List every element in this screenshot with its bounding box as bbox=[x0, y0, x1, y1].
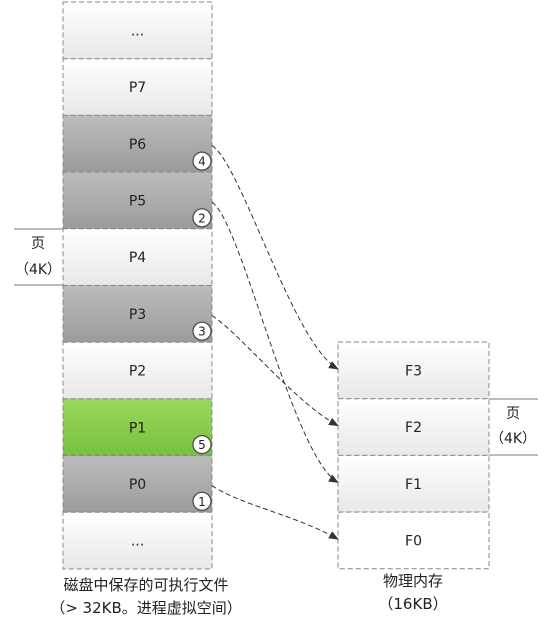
marker-circle bbox=[192, 321, 212, 341]
disk-page-cell bbox=[62, 114, 213, 173]
disk-caption-line2: （> 32KB。进程虚拟空间） bbox=[50, 599, 242, 617]
marker-2: 2 bbox=[192, 208, 212, 228]
disk-page-cell bbox=[62, 398, 213, 457]
disk-page-p3: P3 bbox=[62, 285, 213, 343]
mapping-arrow-p3-to-f2 bbox=[211, 315, 339, 427]
disk-page-more-9: ... bbox=[62, 511, 213, 570]
marker-number: 5 bbox=[198, 438, 206, 452]
memory-frame-f3: F3 bbox=[337, 341, 490, 400]
marker-circle bbox=[192, 491, 212, 511]
disk-page-label: ... bbox=[131, 534, 144, 550]
disk-page-cell bbox=[62, 1, 213, 60]
memory-caption-line1: 物理内存 bbox=[383, 572, 443, 590]
marker-circle bbox=[192, 208, 212, 228]
marker-4: 4 bbox=[192, 151, 212, 171]
memory-frame-cell bbox=[337, 511, 490, 570]
disk-page-cell bbox=[62, 285, 213, 343]
right-page-size-annotation: 页 （4K） bbox=[489, 398, 538, 456]
marker-circle bbox=[192, 435, 212, 455]
disk-page-p2: P2 bbox=[62, 341, 213, 400]
memory-frame-f1: F1 bbox=[337, 454, 490, 513]
marker-1: 1 bbox=[192, 491, 212, 511]
memory-frame-cell bbox=[337, 454, 490, 513]
disk-page-label: P4 bbox=[129, 250, 146, 266]
disk-page-p5: P5 bbox=[62, 171, 213, 230]
mapping-arrows bbox=[211, 144, 339, 540]
mapping-arrow-p0-to-f0 bbox=[211, 485, 339, 540]
disk-page-label: P5 bbox=[129, 193, 146, 209]
left-page-size-annotation: 页 （4K） bbox=[14, 228, 63, 286]
memory-frame-label: F1 bbox=[405, 477, 422, 493]
disk-page-label: P6 bbox=[129, 137, 146, 153]
marker-circle bbox=[192, 151, 212, 171]
memory-frame-label: F2 bbox=[405, 420, 422, 436]
disk-page-label: P7 bbox=[129, 80, 146, 96]
marker-number: 2 bbox=[198, 211, 206, 225]
disk-page-cell bbox=[62, 511, 213, 570]
memory-frame-cell bbox=[337, 398, 490, 456]
memory-frame-label: F0 bbox=[405, 533, 422, 549]
marker-number: 3 bbox=[198, 325, 206, 339]
disk-page-label: P2 bbox=[129, 364, 146, 380]
disk-page-cell bbox=[62, 341, 213, 400]
disk-page-more-0: ... bbox=[62, 1, 213, 60]
memory-frame-f2: F2 bbox=[337, 398, 490, 456]
memory-frame-f0: F0 bbox=[337, 511, 490, 570]
disk-page-label: P1 bbox=[129, 420, 146, 436]
marker-number: 4 bbox=[198, 155, 206, 169]
disk-page-label: P3 bbox=[129, 307, 146, 323]
disk-page-p1: P1 bbox=[62, 398, 213, 457]
disk-page-cell bbox=[62, 171, 213, 230]
mapping-arrow-p5-to-f1 bbox=[211, 201, 339, 483]
left-page-size-line1: 页 bbox=[31, 236, 45, 252]
marker-5: 5 bbox=[192, 435, 212, 455]
right-page-size-line2: （4K） bbox=[490, 431, 536, 447]
disk-page-p4: P4 bbox=[62, 228, 213, 287]
disk-page-label: ... bbox=[131, 23, 144, 39]
marker-3: 3 bbox=[192, 321, 212, 341]
left-page-size-line2: （4K） bbox=[15, 262, 61, 278]
disk-page-p6: P6 bbox=[62, 114, 213, 173]
disk-page-cell bbox=[62, 58, 213, 116]
page-markers: 4 2 3 5 1 bbox=[192, 151, 212, 511]
marker-number: 1 bbox=[198, 495, 206, 509]
disk-caption-line1: 磁盘中保存的可执行文件 bbox=[63, 576, 228, 594]
disk-page-label: P0 bbox=[129, 477, 146, 493]
disk-page-cell bbox=[62, 228, 213, 287]
disk-page-cell bbox=[62, 455, 213, 513]
disk-page-column: ... P7P6P5P4P3P2P1P0... bbox=[62, 1, 213, 570]
right-page-size-line1: 页 bbox=[506, 406, 520, 422]
memory-caption-line2: （16KB） bbox=[378, 595, 447, 613]
disk-page-p7: P7 bbox=[62, 58, 213, 116]
memory-frame-cell bbox=[337, 341, 490, 400]
memory-frame-label: F3 bbox=[405, 363, 422, 379]
disk-page-p0: P0 bbox=[62, 455, 213, 513]
mapping-arrow-p6-to-f3 bbox=[211, 144, 339, 370]
